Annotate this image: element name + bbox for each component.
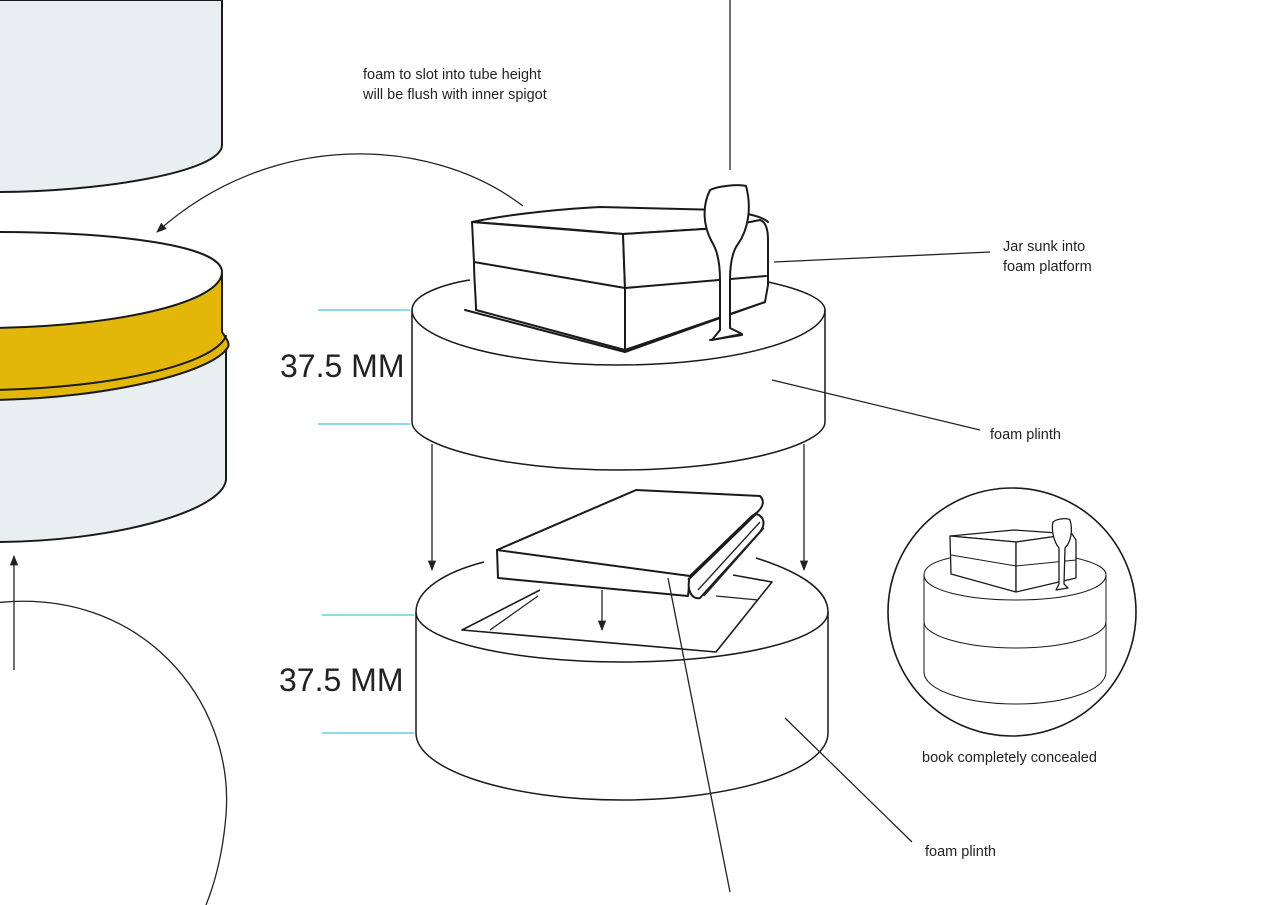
inset-plinth-seam (923, 621, 1107, 649)
top-plinth-label: foam plinth (990, 427, 1061, 443)
tube-lid (0, 231, 230, 543)
bottom-foam-plinth (415, 557, 829, 801)
inset-box-seam (950, 554, 1077, 567)
inset-plinth-side (923, 575, 1107, 705)
bottom-plinth-leader (784, 717, 913, 843)
foam-slot-note-line2: will be flush with inner spigot (362, 87, 547, 103)
inset-circle (887, 487, 1137, 737)
jar-note-line1: Jar sunk into (1003, 239, 1085, 255)
concealed-label: book completely concealed (922, 750, 1097, 766)
top-plinth-top (411, 279, 826, 366)
jar-leader-line (773, 251, 991, 263)
tube-base-outline (0, 600, 228, 905)
bottom-plinth-recess (461, 574, 773, 653)
top-plinth-side (411, 310, 826, 471)
book-leader-line (667, 577, 731, 893)
tube-lid-lower-body (0, 348, 227, 543)
tube-lid-band-rim (0, 335, 227, 391)
curved-arrow (156, 153, 524, 233)
book-spine-detail (697, 521, 765, 597)
bottom-plinth-top (415, 557, 829, 663)
tube-upper-body (0, 0, 223, 193)
book-front (496, 549, 691, 597)
bottom-dimension-label: 37.5 MM (279, 662, 403, 698)
wine-glass-icon (703, 184, 750, 341)
bottom-plinth-label: foam plinth (925, 844, 996, 860)
tube-lid-top (0, 231, 224, 329)
jar-note-line2: foam platform (1003, 259, 1092, 275)
book-top (496, 489, 764, 577)
book-icon (496, 489, 765, 600)
top-dimension-label: 37.5 MM (280, 348, 404, 384)
inset-plinth-top (923, 557, 1107, 601)
bottom-plinth-recess-inner (489, 595, 759, 631)
tube-upper-section (0, 0, 223, 193)
foam-slot-note-line1: foam to slot into tube height (363, 67, 541, 83)
top-plinth-leader (771, 379, 981, 431)
bottom-plinth-side (415, 612, 829, 801)
inset-glass (1051, 518, 1072, 591)
concealed-inset (887, 487, 1137, 737)
top-foam-plinth (411, 279, 826, 471)
